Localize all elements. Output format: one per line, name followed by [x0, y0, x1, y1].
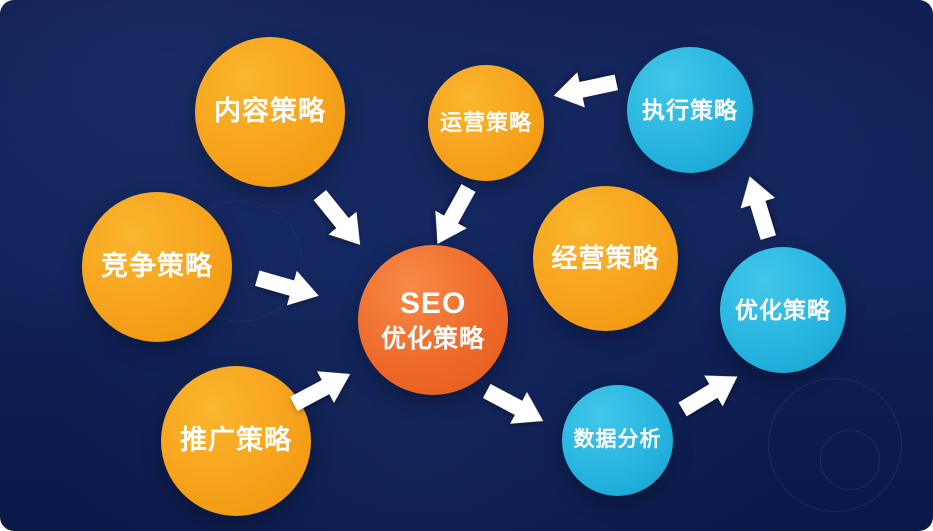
node-business-strategy: 经营策略: [533, 186, 678, 331]
node-competition-strategy: 竞争策略: [82, 192, 232, 342]
node-seo-center-subtitle: 优化策略: [380, 325, 485, 354]
node-business-strategy-label: 经营策略: [551, 243, 660, 274]
node-content-strategy: 内容策略: [195, 37, 345, 187]
node-competition-strategy-label: 竞争策略: [101, 251, 213, 282]
node-promotion-strategy: 推广策略: [161, 366, 311, 516]
arrow-competition-to-center-icon: [252, 260, 324, 314]
arrow-execution-to-operation-icon: [550, 64, 621, 114]
node-seo-center: SEO 优化策略: [358, 245, 508, 395]
arrow-promotion-to-center-icon: [285, 357, 359, 421]
decorative-circle: [820, 430, 880, 490]
arrow-optimization-to-execution-icon: [731, 171, 786, 243]
node-optimization-strategy-label: 优化策略: [735, 296, 831, 323]
arrow-center-to-data-icon: [478, 374, 552, 438]
node-execution-strategy-label: 执行策略: [642, 96, 738, 123]
node-content-strategy-label: 内容策略: [214, 96, 326, 127]
arrow-content-to-center-icon: [305, 183, 375, 257]
node-operation-strategy: 运营策略: [428, 65, 544, 181]
node-promotion-strategy-label: 推广策略: [180, 425, 292, 456]
node-data-analysis-label: 数据分析: [573, 428, 662, 452]
arrow-operation-to-center-icon: [421, 179, 485, 253]
node-execution-strategy: 执行策略: [627, 47, 753, 173]
arrow-data-to-optimization-icon: [673, 360, 747, 426]
node-optimization-strategy: 优化策略: [720, 247, 846, 373]
decorative-circle: [768, 378, 902, 512]
node-operation-strategy-label: 运营策略: [439, 110, 532, 136]
node-data-analysis: 数据分析: [562, 385, 673, 496]
node-seo-center-title: SEO: [399, 286, 467, 320]
